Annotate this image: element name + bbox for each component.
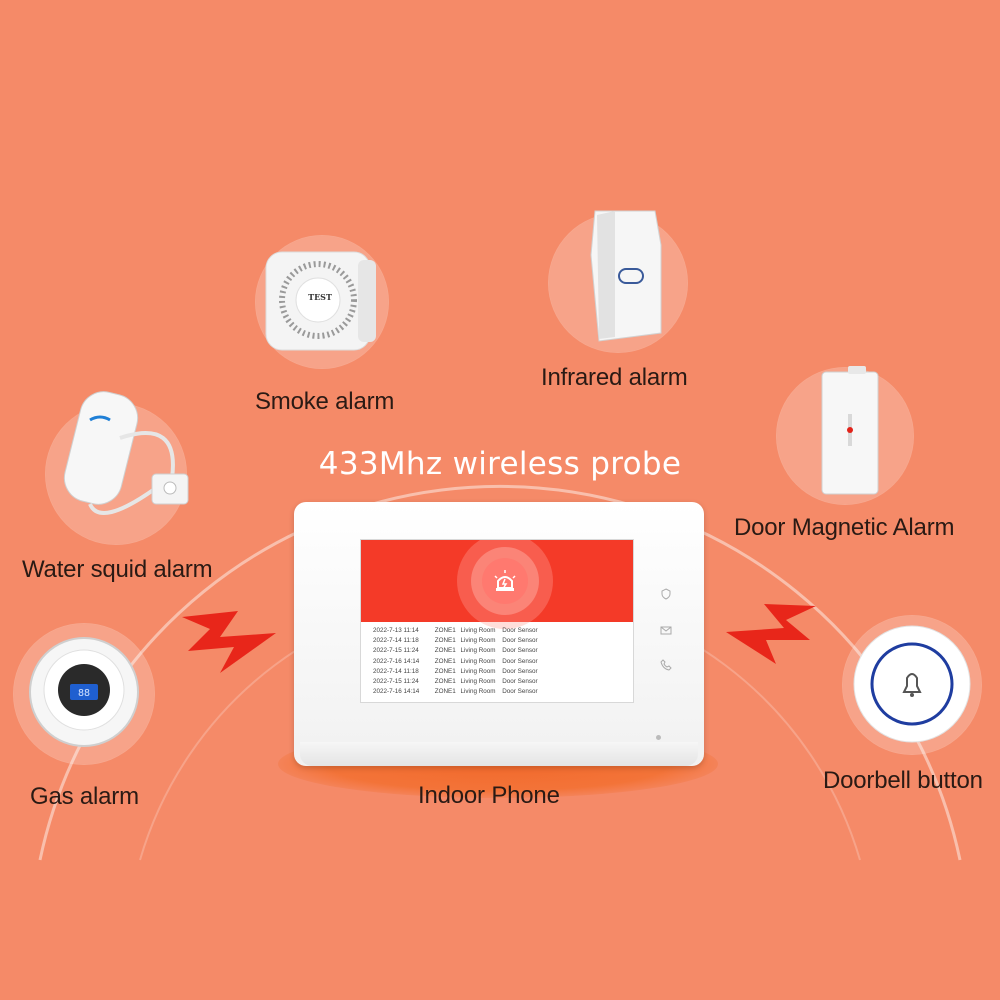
infrared-alarm-label: Infrared alarm <box>541 364 688 391</box>
mail-icon[interactable] <box>660 624 672 636</box>
door-alarm-image <box>821 366 879 495</box>
log-row[interactable]: 2022-7-13 11:14 ZONE1 Living Room Door S… <box>373 627 538 634</box>
log-row[interactable]: 2022-7-16 14:14 ZONE1 Living Room Door S… <box>373 688 538 696</box>
log-row[interactable]: 2022-7-16 14:14 ZONE1 Living Room Door S… <box>373 657 538 665</box>
smoke-alarm-test-badge: TEST <box>308 292 332 302</box>
gas-alarm-image: 88 <box>29 637 139 747</box>
phone-icon[interactable] <box>660 659 672 671</box>
infrared-alarm-image <box>590 210 662 342</box>
water-alarm-label: Water squid alarm <box>22 556 213 583</box>
log-row[interactable]: 2022-7-15 11:24 ZONE1 Living Room Door S… <box>373 647 538 655</box>
gas-alarm-label: Gas alarm <box>30 783 139 810</box>
power-indicator <box>656 735 661 740</box>
indoor-phone-screen[interactable]: 2022-7-13 11:14 ZONE1 Living Room Door S… <box>360 539 634 703</box>
alarm-log-list: 2022-7-13 11:14 ZONE1 Living Room Door S… <box>373 626 538 697</box>
siren-icon <box>494 570 516 591</box>
doorbell-image <box>853 625 971 743</box>
wireless-bolt-left-icon <box>182 611 276 673</box>
indoor-phone-base <box>300 742 698 766</box>
svg-text:88: 88 <box>78 688 90 699</box>
smoke-alarm-label: Smoke alarm <box>255 388 395 415</box>
log-row[interactable]: 2022-7-15 11:24 ZONE1 Living Room Door S… <box>373 678 538 686</box>
wireless-bolt-right-icon <box>726 604 816 664</box>
door-alarm-label: Door Magnetic Alarm <box>734 514 955 541</box>
log-row[interactable]: 2022-7-14 11:18 ZONE1 Living Room Door S… <box>373 667 538 675</box>
indoor-phone-label: Indoor Phone <box>418 782 560 809</box>
log-row[interactable]: 2022-7-14 11:18 ZONE1 Living Room Door S… <box>373 637 538 645</box>
doorbell-label: Doorbell button <box>823 767 983 794</box>
headline: 433Mhz wireless probe <box>318 446 682 482</box>
smoke-alarm-image <box>265 251 376 351</box>
shield-icon[interactable] <box>660 588 672 600</box>
water-alarm-image <box>63 391 189 515</box>
